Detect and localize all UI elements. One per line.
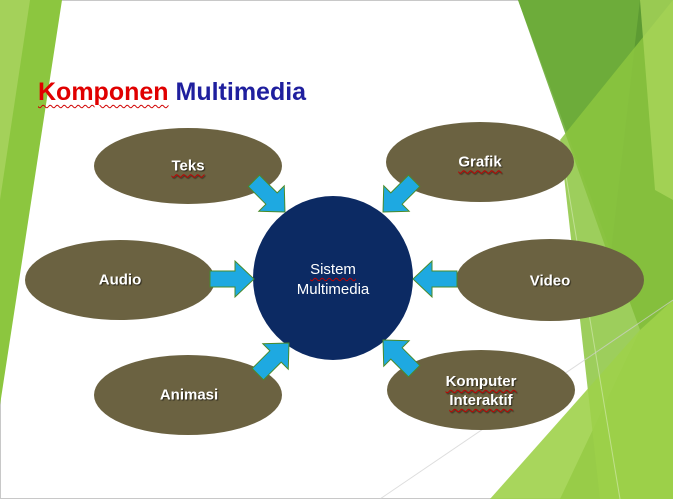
node-video-label: Video <box>529 272 571 290</box>
slide-title: Komponen Multimedia <box>38 78 306 107</box>
node-grafik-label: Grafik <box>458 153 501 172</box>
node-komputer-line2: Interaktif <box>449 392 513 409</box>
arrow-video <box>412 259 458 299</box>
arrow-audio <box>209 259 255 299</box>
right-green-corner <box>640 0 673 200</box>
center-line2: Multimedia <box>296 281 370 298</box>
node-video-shape <box>456 239 644 321</box>
center-circle <box>253 196 413 360</box>
arrow-grafik <box>382 174 421 213</box>
left-green-shape <box>0 0 62 405</box>
node-audio-shape <box>25 240 215 320</box>
left-green-highlight <box>0 0 30 200</box>
node-grafik-text: Grafik <box>458 153 502 171</box>
node-komputer-label: Komputer Interaktif <box>446 372 517 410</box>
node-grafik-shape <box>386 122 574 202</box>
center-label: Sistem Multimedia <box>297 260 370 300</box>
node-audio-label: Audio <box>98 271 142 289</box>
node-animasi-shape <box>94 355 282 435</box>
arrow-animasi <box>251 342 290 381</box>
right-decor-line <box>559 139 621 499</box>
title-part1: Komponen <box>38 78 169 106</box>
right-green-bottom <box>490 300 673 499</box>
node-teks-label: Teks <box>171 157 204 176</box>
node-teks-shape <box>94 128 282 204</box>
node-teks-text: Teks <box>171 157 205 175</box>
center-line1: Sistem <box>310 261 356 278</box>
arrow-teks <box>247 174 286 213</box>
title-part2: Multimedia <box>175 78 307 106</box>
node-komputer-shape <box>387 350 575 430</box>
node-komputer-line1: Komputer <box>445 373 517 390</box>
node-animasi-label: Animasi <box>159 386 219 404</box>
arrow-komputer <box>382 339 421 378</box>
